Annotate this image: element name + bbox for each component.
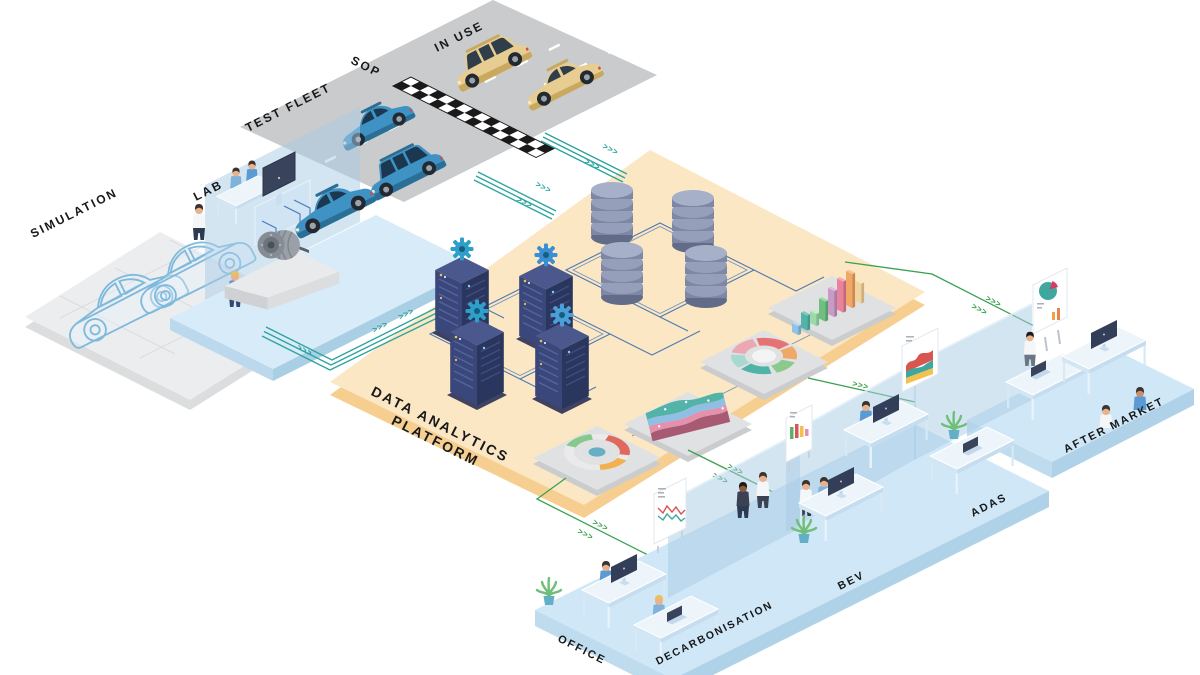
flipchart-bar-chart [785, 404, 813, 470]
electric-motor [224, 230, 340, 310]
office-section-adas [843, 327, 1015, 495]
lab-monitor [262, 151, 296, 206]
office-section-decarbonisation [535, 477, 719, 664]
office-zone [535, 267, 1194, 675]
gauge-chart-icon [564, 433, 630, 471]
donut-chart-icon [730, 337, 797, 375]
insight-flow-chevrons: >>> [576, 526, 595, 542]
database-icon [685, 245, 727, 308]
bar-chart-3d-icon [792, 269, 865, 336]
stacked-area-chart-icon [645, 392, 731, 442]
data-flow-chevrons: >>> [534, 179, 553, 195]
flipchart-line-chart [653, 477, 687, 553]
poster-pie-chart [1032, 267, 1068, 352]
database-icon [591, 182, 633, 245]
checkered-sop-line [391, 76, 555, 159]
lab-glass-panel [254, 179, 311, 246]
insight-flow-chevrons: >>> [852, 378, 870, 391]
data-analytics-platform: >>> >>> >>> >>> >>> >>> >>> [261, 132, 925, 518]
person [192, 204, 206, 240]
data-flow-chevrons: >>> [515, 194, 534, 210]
database-icon [672, 190, 714, 253]
poster-area-chart [901, 327, 939, 393]
zone-label-simulation: SIMULATION [28, 185, 120, 240]
data-flow-lines [261, 132, 628, 371]
database-icon [601, 242, 643, 305]
insight-flow-chevrons: >>> [970, 301, 989, 317]
data-flow-chevrons: >>> [601, 141, 620, 157]
lab-zone [170, 107, 478, 381]
office-section-bev [736, 404, 884, 545]
office-section-after-market [1005, 267, 1147, 428]
